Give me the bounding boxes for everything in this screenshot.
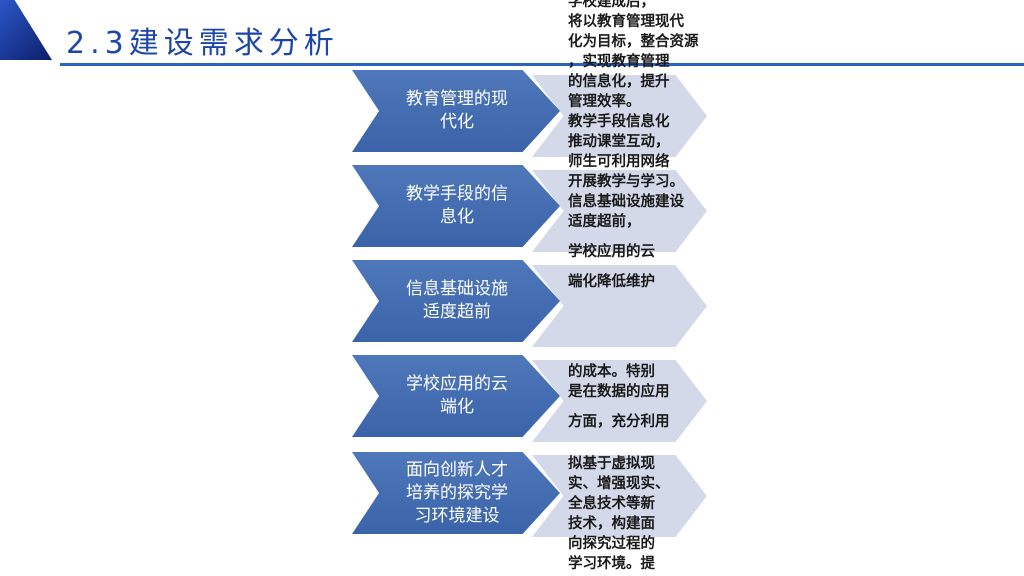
description-line: 推动课堂互动， xyxy=(568,134,670,150)
title-underline xyxy=(60,63,1024,66)
description-line: 实、增强现实、 xyxy=(568,476,670,492)
requirement-arrow-2: 教学手段的信息化 xyxy=(352,165,560,247)
description-line: 方面，充分利用 xyxy=(568,414,670,430)
corner-decoration xyxy=(0,0,52,60)
description-line: 开展教学与学习。 xyxy=(568,174,684,190)
description-line: 学习环境。提 xyxy=(568,556,655,572)
requirement-label: 教育管理的现代化 xyxy=(406,89,508,132)
description-line: 信息基础设施建设 xyxy=(568,194,684,210)
description-line: 技术，构建面 xyxy=(568,516,655,532)
requirement-label: 信息基础设施适度超前 xyxy=(406,279,508,322)
requirement-label: 学校应用的云端化 xyxy=(406,374,508,417)
requirement-arrow-1: 教育管理的现代化 xyxy=(352,70,560,152)
requirement-label: 教学手段的信息化 xyxy=(406,184,508,227)
description-line: 的信息化，提升 xyxy=(568,74,670,90)
description-line: 学校建成后， xyxy=(568,0,655,10)
requirement-label: 面向创新人才培养的探究学习环境建设 xyxy=(406,459,508,526)
requirement-arrow-4: 学校应用的云端化 xyxy=(352,355,560,437)
description-line: 向探究过程的 xyxy=(568,536,655,552)
description-line: 全息技术等新 xyxy=(568,496,655,512)
description-line: 适度超前， xyxy=(568,214,641,230)
description-line: 学校应用的云 xyxy=(568,244,655,260)
description-line: 将以教育管理现代 xyxy=(568,14,684,30)
description-line: 是在数据的应用 xyxy=(568,384,670,400)
description-line: ，实现教育管理 xyxy=(568,54,670,70)
description-line: 端化降低维护 xyxy=(568,274,655,290)
description-line: 教学手段信息化 xyxy=(568,114,670,130)
page-title: 2.3建设需求分析 xyxy=(66,26,339,61)
description-line: 的成本。特别 xyxy=(568,364,655,380)
requirement-arrow-5: 面向创新人才培养的探究学习环境建设 xyxy=(352,452,560,534)
requirement-arrow-3: 信息基础设施适度超前 xyxy=(352,260,560,342)
description-line: 管理效率。 xyxy=(568,94,641,110)
description-line: 师生可利用网络 xyxy=(568,154,670,170)
description-line: 拟基于虚拟现 xyxy=(568,456,655,472)
description-line: 化为目标，整合资源 xyxy=(568,34,699,50)
